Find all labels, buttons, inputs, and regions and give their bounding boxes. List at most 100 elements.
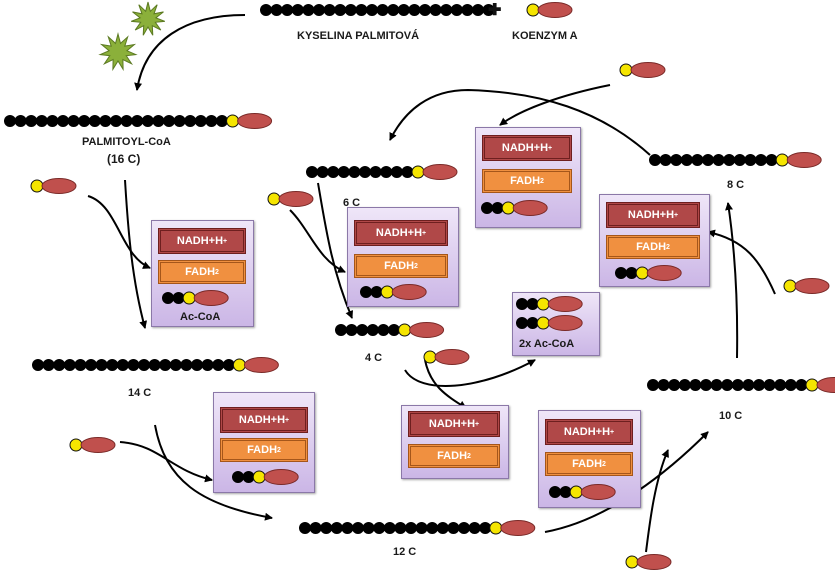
carbon-atom (370, 286, 383, 298)
carbon-atom (668, 379, 681, 391)
coenzyme-a-icon (263, 469, 299, 485)
chain-4c (335, 322, 445, 338)
nadh-product: NADH+H+ (220, 407, 308, 433)
coenzyme-a-icon (30, 178, 77, 194)
thioester-link (226, 114, 240, 128)
carbon-atom (323, 4, 336, 16)
carbon-atom (355, 4, 368, 16)
coenzyme-a-icon (409, 322, 445, 338)
palmitoyl-carbon-count: (16 C) (107, 152, 141, 166)
coenzyme-body (434, 349, 470, 365)
carbon-atom (390, 166, 403, 178)
chain-12c (299, 520, 536, 536)
carbon-atom (74, 359, 87, 371)
activation-arrow (134, 14, 246, 91)
thiol-group (619, 63, 633, 77)
carbon-atom (63, 359, 76, 371)
carbon-atom (316, 166, 329, 178)
chain-10c (647, 377, 835, 393)
carbon-atom (99, 115, 112, 127)
arrow-coa-into-cycle-2 (119, 441, 213, 483)
arrow-10c-to-8c (725, 202, 739, 359)
acetyl-coa-molecule (549, 484, 616, 500)
carbon-atom (352, 522, 364, 534)
coenzyme-a-icon (816, 377, 835, 393)
carbon-atom (742, 379, 755, 391)
thiol-group (423, 350, 437, 364)
carbon-atom (516, 317, 528, 329)
acetyl-coa-label: Ac-CoA (180, 311, 221, 323)
acetyl-coa-molecule (615, 265, 682, 281)
carbon-atom (152, 115, 165, 127)
carbon-atom (380, 166, 393, 178)
coenzyme-a-icon (646, 265, 682, 281)
carbon-atom (388, 324, 400, 336)
chain-label-6c: 6 C (343, 197, 361, 209)
carbon-atom (526, 298, 539, 310)
carbon-atom (127, 359, 140, 371)
palmitic-acid-chain (260, 4, 495, 16)
carbon-atom (95, 359, 108, 371)
coenzyme-a-icon (526, 2, 573, 18)
carbon-atom (394, 522, 407, 534)
palmitic-acid-label: KYSELINA PALMITOVÁ (297, 30, 420, 42)
carbon-atom (162, 292, 174, 304)
thioester-link (775, 153, 789, 167)
carbon-atom (335, 324, 347, 336)
acetyl-coa-chain (360, 284, 427, 300)
carbon-atom (549, 486, 561, 498)
carbon-atom (222, 359, 235, 371)
coenzyme-a-icon (512, 200, 548, 216)
thioester-link (536, 297, 550, 311)
carbon-atom (42, 359, 55, 371)
coenzyme-a-icon (547, 315, 583, 331)
carbon-atom (110, 115, 122, 127)
carbon-atom (447, 522, 460, 534)
arrow-coa-into-cycle-6 (289, 209, 346, 273)
carbon-atom (461, 4, 474, 16)
carbon-atom (369, 166, 382, 178)
carbon-atom (169, 359, 182, 371)
arrow-16c-to-14c (124, 179, 148, 329)
carbon-atom (232, 471, 244, 483)
nadh-product: NADH+H+ (158, 228, 246, 254)
carbon-atom (148, 359, 161, 371)
arrow-coa-into-cycle-4 (707, 229, 776, 295)
carbon-atom (387, 4, 400, 16)
carbon-atom (366, 324, 379, 336)
carbon-atom (320, 522, 333, 534)
carbon-atom (700, 379, 712, 391)
carbon-atom (744, 154, 757, 166)
thiol-group (267, 192, 281, 206)
carbon-atom (615, 267, 627, 279)
coenzyme-a-icon (423, 349, 470, 365)
carbon-atom (659, 154, 672, 166)
thioester-link (232, 358, 246, 372)
carbon-atom (625, 267, 638, 279)
carbon-atom (440, 4, 453, 16)
coenzyme-body (636, 554, 672, 570)
thioester-link (805, 378, 819, 392)
carbon-atom (689, 379, 702, 391)
carbon-atom (306, 166, 318, 178)
carbon-atom (670, 154, 683, 166)
acetyl-coa-molecule (360, 284, 427, 300)
carbon-atom (242, 471, 255, 483)
carbon-atom (78, 115, 91, 127)
chain-label-10c: 10 C (719, 410, 743, 422)
carbon-atom (32, 359, 44, 371)
acetyl-coa-chain (232, 469, 299, 485)
coenzyme-a-icon (625, 554, 672, 570)
coenzyme-a-icon (783, 278, 830, 294)
arrow-coa-into-cycle-1 (87, 195, 151, 269)
arrow-8c-to-6c (389, 88, 651, 156)
thioester-link (380, 285, 394, 299)
carbon-atom (376, 4, 389, 16)
carbon-atom (14, 115, 27, 127)
acetyl-coa-molecule (481, 200, 548, 216)
